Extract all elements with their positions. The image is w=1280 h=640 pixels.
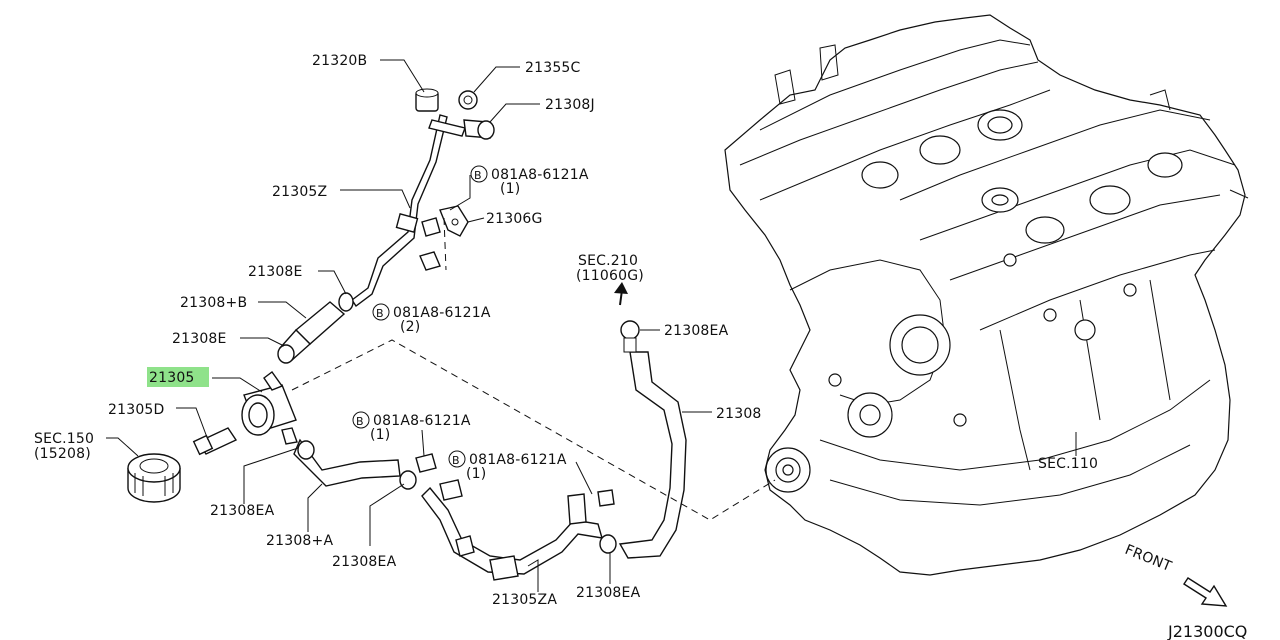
selected-part-highlight: [147, 367, 209, 387]
bolt-callout-1[interactable]: B 081A8-6121A (1): [470, 165, 589, 197]
clamp-21308EA-left[interactable]: [297, 440, 315, 460]
label-21308J[interactable]: 21308J: [545, 97, 595, 113]
front-label: FRONT: [1123, 542, 1174, 575]
direction-arrow-icon: [614, 282, 628, 306]
oil-cooler-21305[interactable]: [241, 371, 298, 445]
label-21308[interactable]: 21308: [716, 406, 762, 422]
engine-block[interactable]: [724, 14, 1249, 576]
front-arrow-icon: [1183, 577, 1228, 607]
clamp-21308E-top[interactable]: [338, 292, 354, 312]
label-bolt-part: 081A8-6121A: [373, 413, 471, 429]
fitting-21320B[interactable]: [415, 88, 439, 112]
label-21305D[interactable]: 21305D: [108, 402, 165, 418]
label-21306G[interactable]: 21306G: [486, 211, 543, 227]
clamp-21308EA-bottom[interactable]: [599, 534, 617, 554]
label-21355C[interactable]: 21355C: [525, 60, 581, 76]
clamp-21308EA-top[interactable]: [620, 320, 640, 353]
label-21308A[interactable]: 21308+A: [266, 533, 333, 549]
front-indicator: FRONT: [1123, 542, 1228, 607]
bolt-marker: B: [452, 454, 460, 467]
label-bolt-qty: (1): [500, 181, 520, 197]
connector-21308J[interactable]: [463, 119, 495, 140]
label-bolt-part: 081A8-6121A: [393, 305, 491, 321]
label-sec150-sub: (15208): [34, 446, 91, 462]
leader-lines: [106, 59, 1077, 592]
label-21308E-top[interactable]: 21308E: [248, 264, 303, 280]
water-pipe-21305ZA[interactable]: [421, 479, 603, 581]
label-21308EA-bottom[interactable]: 21308EA: [576, 585, 641, 601]
label-21308EA-top[interactable]: 21308EA: [664, 323, 729, 339]
label-21308EA-left[interactable]: 21308EA: [210, 503, 275, 519]
bolt-marker: B: [356, 415, 364, 428]
label-sec150[interactable]: SEC.150: [34, 431, 94, 447]
clamp-21308EA-mid[interactable]: [399, 470, 417, 490]
label-21308B[interactable]: 21308+B: [180, 295, 247, 311]
oil-filter[interactable]: [127, 453, 181, 503]
label-21308E-mid[interactable]: 21308E: [172, 331, 227, 347]
bolt-lower-1[interactable]: [415, 453, 437, 473]
label-sec210[interactable]: SEC.210: [578, 253, 638, 269]
label-21308EA-mid[interactable]: 21308EA: [332, 554, 397, 570]
label-bolt-part: 081A8-6121A: [491, 167, 589, 183]
diagram-code: J21300CQ: [1167, 622, 1247, 640]
washer-21355C[interactable]: [458, 90, 478, 110]
label-21305Z[interactable]: 21305Z: [272, 184, 327, 200]
label-bolt-part: 081A8-6121A: [469, 452, 567, 468]
bolt-marker: B: [474, 169, 482, 182]
bolt-callout-3[interactable]: B 081A8-6121A (1): [352, 411, 471, 443]
label-sec210-sub: (11060G): [576, 268, 644, 284]
label-bolt-qty: (1): [370, 427, 390, 443]
connector-bolt-21305D[interactable]: [192, 427, 238, 456]
bolt-marker: B: [376, 307, 384, 320]
label-bolt-qty: (2): [400, 319, 420, 335]
clamp-21308E-mid[interactable]: [277, 344, 295, 364]
label-bolt-qty: (1): [466, 466, 486, 482]
label-21305[interactable]: 21305: [149, 370, 195, 386]
label-sec110[interactable]: SEC.110: [1038, 456, 1098, 472]
bolt-lower-2[interactable]: [597, 489, 615, 507]
bolt-callout-2[interactable]: B 081A8-6121A (2): [372, 303, 491, 335]
hose-21308A[interactable]: [293, 438, 401, 487]
hose-21308[interactable]: [618, 351, 687, 559]
water-pipe-21305Z[interactable]: [351, 114, 466, 308]
bolt-upper-1[interactable]: [421, 217, 441, 237]
label-21320B[interactable]: 21320B: [312, 53, 367, 69]
bolt-callout-4[interactable]: B 081A8-6121A (1): [448, 450, 567, 482]
bolt-upper-2[interactable]: [419, 251, 441, 271]
label-21305ZA[interactable]: 21305ZA: [492, 592, 557, 608]
